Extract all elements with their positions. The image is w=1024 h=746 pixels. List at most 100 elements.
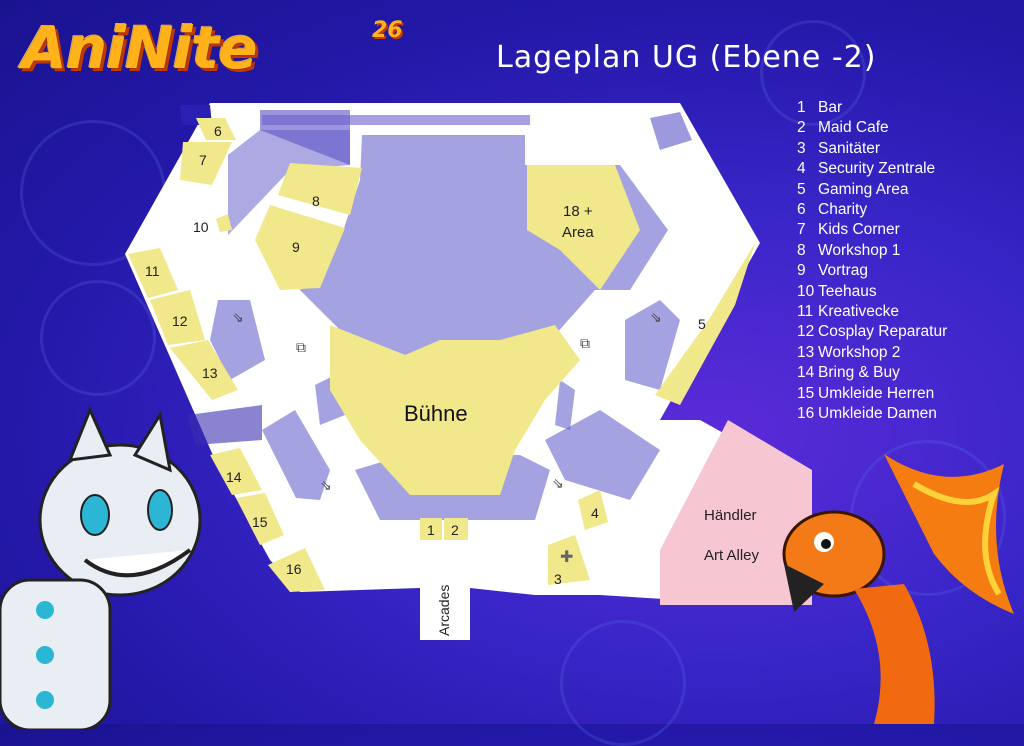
legend-label: Umkleide Damen [818,405,937,423]
hall-strip [262,115,530,125]
haendler-label: Händler [704,507,757,524]
bg-swirl [40,280,156,396]
legend-item: 9 Vortrag [797,261,947,281]
room-label-15: 15 [252,514,268,530]
phoenix-mascot-image [782,454,1014,724]
room-18-area [527,165,640,290]
legend-number: 7 [797,221,806,239]
legend-number: 4 [797,160,806,178]
legend-number: 14 [797,364,815,382]
elevator-icon: ⧉ [580,335,590,351]
legend-label: Maid Cafe [818,119,889,137]
legend-item: 1 Bar [797,98,947,118]
legend-label: Umkleide Herren [818,384,935,402]
hall-area [228,130,350,235]
floor-plan: ⇘ ⧉ ⧉ ⇘ ⇘ ⇘ ✚ 6 7 8 9 10 18 + Area 11 12… [128,105,812,636]
legend-number: 6 [797,201,806,219]
legend-number: 9 [797,262,806,280]
legend-number: 13 [797,343,815,361]
room-label-5: 5 [698,316,706,332]
legend-label: Bring & Buy [818,364,900,382]
legend-item: 2 Maid Cafe [797,118,947,138]
room-label-14: 14 [226,469,242,485]
room-6 [196,118,236,140]
room-label-16: 16 [286,561,302,577]
stage-buehne [330,325,580,495]
elevator-icon: ⧉ [296,339,306,355]
legend-number: 3 [797,139,806,157]
side-room [262,410,330,500]
hall-corner [650,112,692,150]
legend-number: 16 [797,405,815,423]
legend-label: Charity [818,201,868,219]
room-3 [548,535,590,585]
legend-number: 2 [797,119,806,137]
legend-number: 8 [797,241,806,259]
room-label-9: 9 [292,239,300,255]
page-title: Lageplan UG (Ebene -2) [496,40,877,75]
bg-swirl [760,20,866,126]
legend-number: 11 [797,303,814,321]
legend-label: Teehaus [818,282,877,300]
room-9 [255,205,345,290]
legend-label: Workshop 1 [818,241,901,259]
legend-number: 1 [797,99,806,116]
room-label-3: 3 [554,571,562,587]
room-label-7: 7 [199,152,207,168]
room-12 [150,290,205,345]
room-label-6: 6 [214,123,222,139]
haendler-art-alley-area [660,420,812,605]
legend-label: Cosplay Reparatur [818,323,948,341]
legend-label: Vortrag [818,262,868,280]
cat-mascot-image [0,406,202,730]
room-label-12: 12 [172,313,188,329]
room-8 [278,163,362,215]
room-2 [444,518,468,540]
room-label-11: 11 [145,263,160,279]
legend-label: Kids Corner [818,221,900,239]
side-room [555,380,575,430]
room-5 [655,243,755,405]
area-18-label-line2: Area [562,224,594,241]
arcades-label: Arcades [436,585,452,636]
room-label-1: 1 [427,522,435,538]
room-14 [210,448,262,495]
side-room [625,300,680,390]
room-13 [170,340,238,400]
legend-label: Kreativecke [818,303,899,321]
legend-label: Workshop 2 [818,343,901,361]
legend-number: 12 [797,323,815,341]
logo-superscript: 26 [372,18,403,43]
first-aid-icon: ✚ [560,549,573,566]
legend-number: 10 [797,282,815,300]
stairs-icon: ⇘ [552,475,564,491]
legend-label: Bar [818,99,843,116]
room-10 [216,214,232,232]
side-room [210,300,265,380]
stairs-icon: ⇘ [650,309,662,325]
room-7 [180,142,232,185]
legend-label: Sanitäter [818,139,881,157]
room-1 [420,518,442,540]
art-alley-label: Art Alley [704,547,760,564]
area-18-label-line1: 18 + [563,203,593,220]
legend-item: 6 Charity [797,200,947,220]
stage-label: Bühne [404,401,468,426]
corridor-block [188,405,262,445]
side-room [545,410,660,500]
logo: AniNite [22,14,258,82]
stairs-icon: ⇘ [320,477,332,493]
room-label-13: 13 [202,365,218,381]
legend-number: 5 [797,180,806,198]
legend-item: 7 Kids Corner [797,220,947,240]
room-label-4: 4 [591,505,599,521]
room-label-8: 8 [312,193,320,209]
